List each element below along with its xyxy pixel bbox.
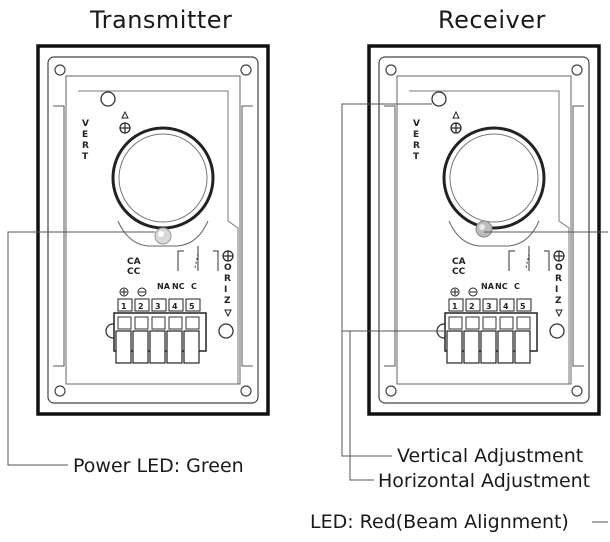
transmitter-unit [36, 44, 270, 416]
terminal-5: 5 [520, 302, 526, 311]
receiver-unit [367, 44, 601, 416]
vert-t: T [413, 152, 420, 162]
ca-label: CA [452, 257, 466, 267]
vert-r: R [413, 141, 420, 151]
horiz-r: R [555, 274, 562, 284]
power-led-highlight [158, 231, 164, 237]
terminal-4: 4 [503, 302, 509, 311]
horiz-o: O [555, 263, 563, 273]
transmitter-title: Transmitter [89, 6, 232, 34]
led-red-caption: LED: Red(Beam Alignment) [310, 511, 569, 533]
leader-lines [7, 103, 608, 523]
terminal-4: 4 [172, 302, 178, 311]
vert-e: E [413, 130, 419, 140]
vertical-leader [341, 103, 432, 457]
horiz-i: I [224, 285, 227, 295]
na-label: NA [157, 282, 171, 291]
na-label: NA [481, 282, 495, 291]
terminal-3: 3 [486, 302, 492, 311]
transmitter-labels: V E R T O R I Z CA CC NA NC C 1 2 3 4 5 [82, 119, 232, 311]
horiz-r: R [224, 274, 231, 284]
nc-label: NC [495, 282, 508, 291]
vert-e: E [82, 130, 88, 140]
cc-label: CC [452, 267, 466, 277]
vert-v: V [82, 119, 89, 129]
vert-v: V [413, 119, 420, 129]
terminal-2: 2 [469, 302, 475, 311]
receiver-title: Receiver [438, 6, 546, 34]
terminal-5: 5 [189, 302, 195, 311]
led-red-highlight [479, 224, 485, 230]
terminal-1: 1 [452, 302, 458, 311]
terminal-1: 1 [121, 302, 127, 311]
vert-t: T [82, 152, 89, 162]
horizontal-leader [349, 331, 374, 481]
receiver-labels: V E R T O R I Z CA CC NA NC C 1 2 3 4 5 [413, 119, 563, 311]
nc-label: NC [172, 282, 185, 291]
horiz-z: Z [555, 296, 562, 306]
ca-label: CA [127, 257, 141, 267]
vertical-adjustment-caption: Vertical Adjustment [397, 445, 583, 467]
horiz-z: Z [224, 296, 231, 306]
horiz-o: O [224, 263, 232, 273]
horiz-i: I [555, 285, 558, 295]
power-led-caption: Power LED: Green [73, 455, 244, 477]
power-led-leader [7, 231, 155, 466]
terminal-2: 2 [138, 302, 144, 311]
terminal-3: 3 [155, 302, 161, 311]
cc-label: CC [127, 267, 141, 277]
vert-r: R [82, 141, 89, 151]
c-label: C [191, 282, 197, 291]
horizontal-adjustment-caption: Horizontal Adjustment [378, 470, 590, 492]
c-label: C [514, 282, 520, 291]
